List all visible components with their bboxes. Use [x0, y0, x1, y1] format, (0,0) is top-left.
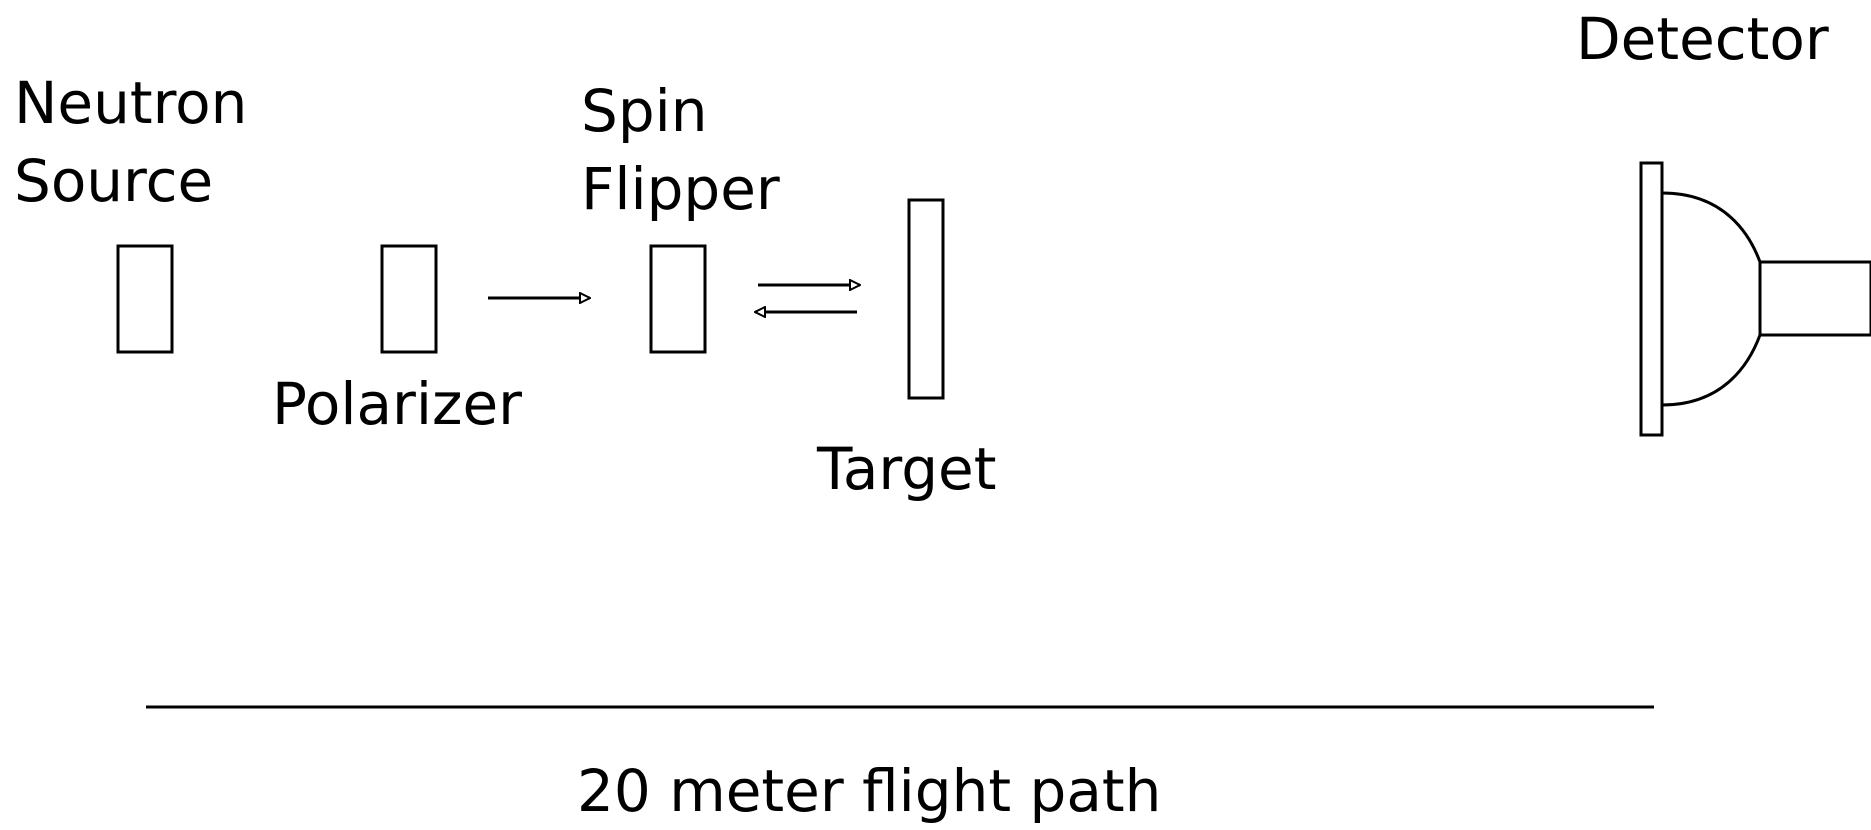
- polarizer-label: Polarizer: [272, 370, 522, 438]
- target-slab: [907, 198, 945, 400]
- neutron-source-label: Neutron Source: [14, 69, 248, 215]
- detector-plate: [1639, 161, 1664, 437]
- spin-flipper-box: [649, 244, 707, 354]
- detector-tube: [1758, 260, 1871, 337]
- detector-dome: [1661, 191, 1762, 407]
- target-label: Target: [817, 435, 997, 503]
- neutron-source-box: [116, 244, 174, 354]
- detector-icon: [1639, 161, 1871, 437]
- polarizer-box: [380, 244, 438, 354]
- flight-path-label: 20 meter flight path: [577, 757, 1162, 825]
- detector-label: Detector: [1576, 5, 1829, 73]
- spin-flipper-label: Spin Flipper: [581, 77, 780, 223]
